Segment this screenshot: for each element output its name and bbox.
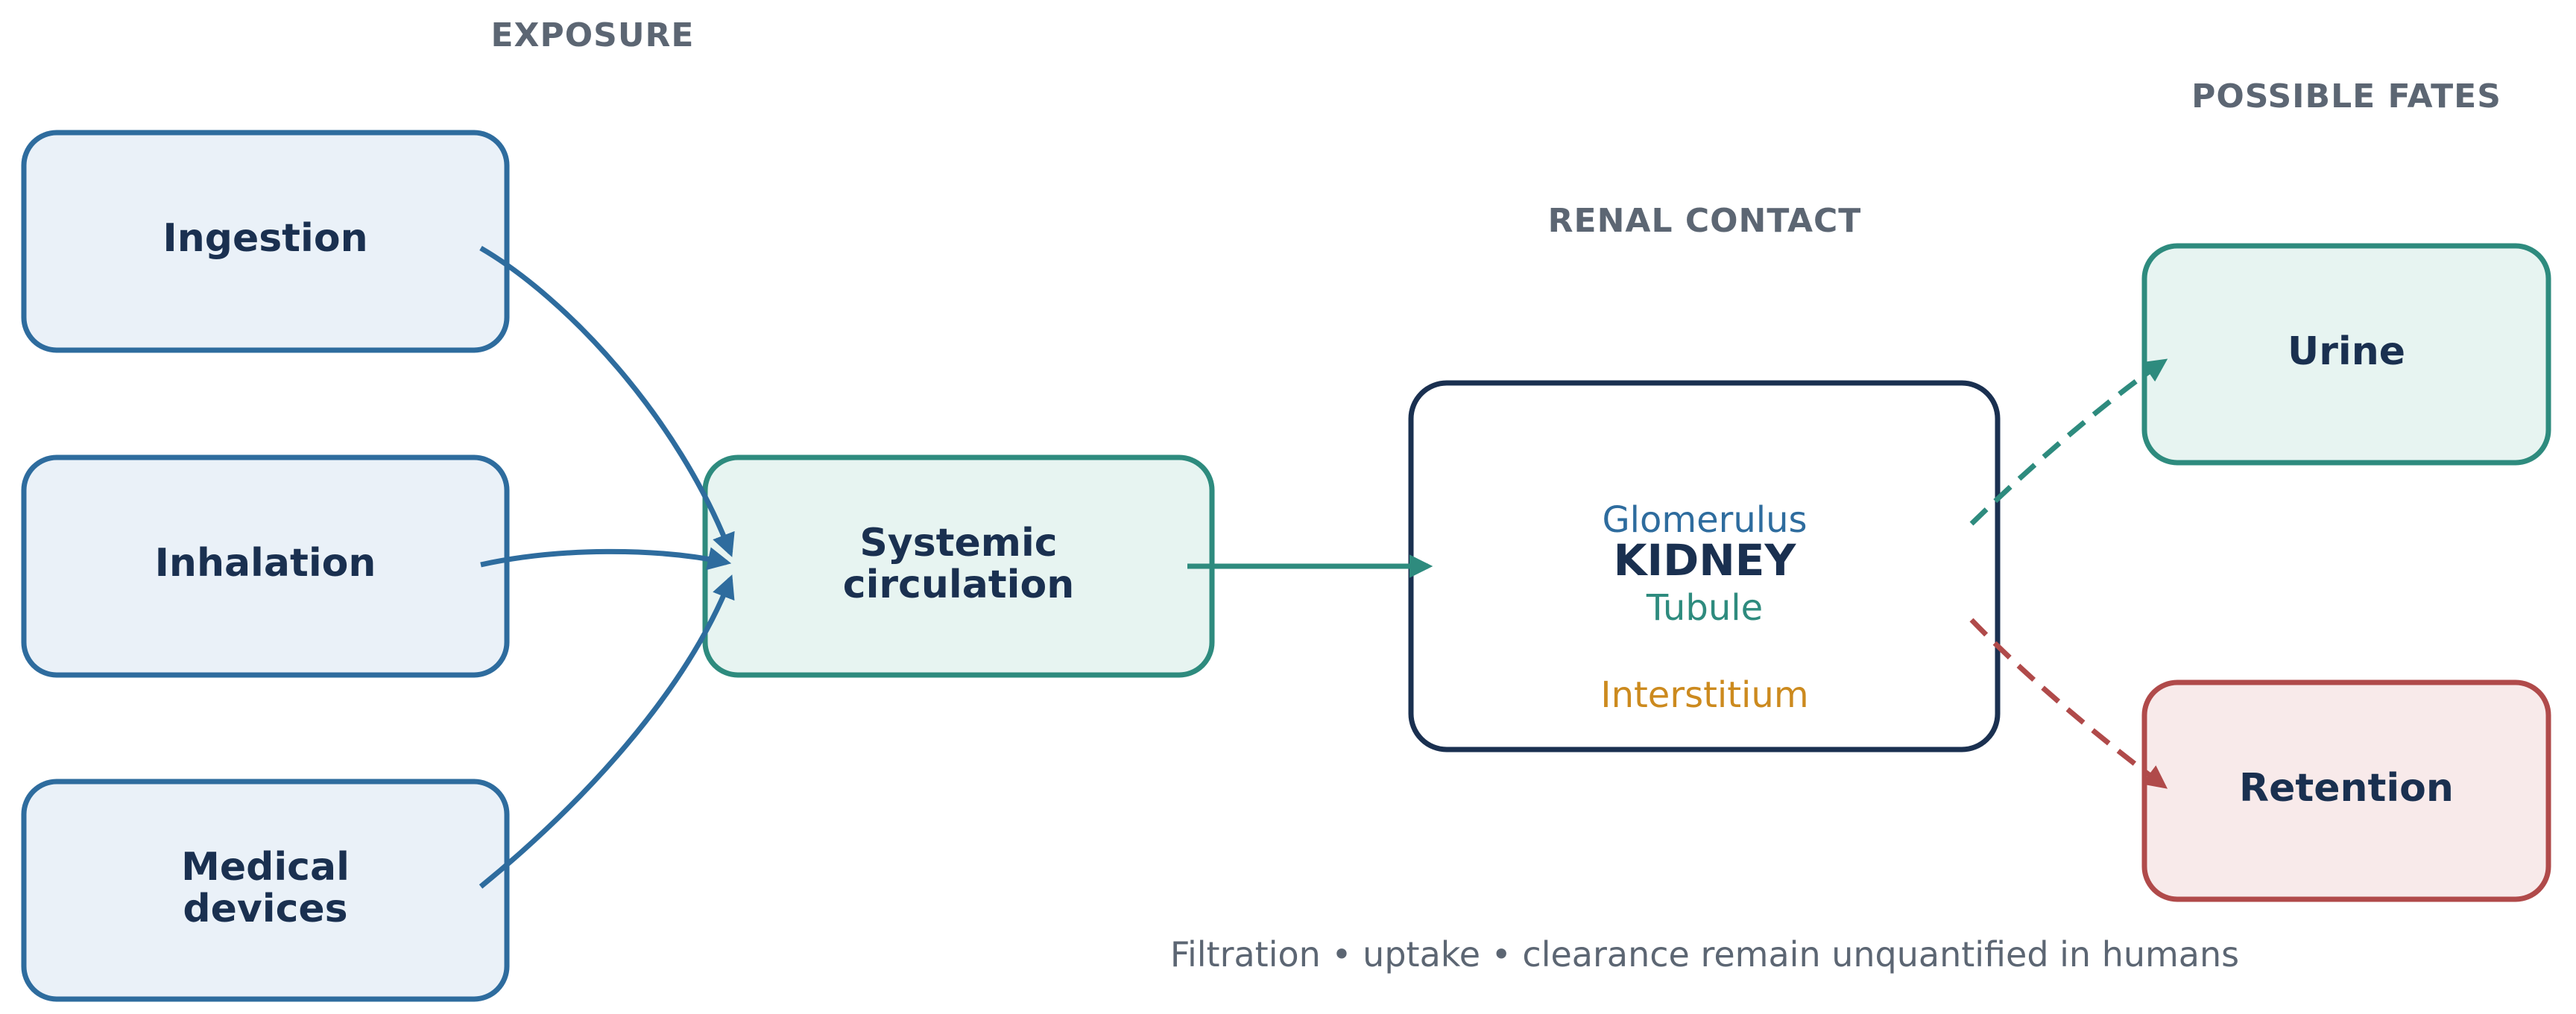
medical-devices-to-circulation-arrow	[479, 574, 735, 889]
kidney-to-urine-arrow	[1969, 358, 2168, 526]
footnote: Filtration • uptake • clearance remain u…	[1170, 934, 2239, 975]
renal-contact-header: RENAL CONTACT	[1548, 202, 1862, 240]
interstitium-label: Interstitium	[1600, 674, 1808, 716]
ingestion-to-circulation-arrow	[479, 245, 735, 557]
circulation-label-line2: circulation	[843, 563, 1074, 607]
urine-label: Urine	[2288, 329, 2405, 374]
kidney-title: KIDNEY	[1614, 535, 1797, 586]
glomerulus-label: Glomerulus	[1602, 499, 1807, 541]
kidney-to-retention-arrow	[1969, 618, 2168, 789]
medical-devices-node: Medical devices	[21, 779, 510, 1002]
circulation-label-line1: Systemic	[859, 521, 1057, 565]
retention-label: Retention	[2239, 766, 2454, 811]
tubule-label: Tubule	[1646, 587, 1763, 629]
medical-devices-label-line2: devices	[183, 887, 347, 931]
kidney-node: Glomerulus KIDNEY Tubule Interstitium	[1408, 380, 2001, 752]
possible-fates-header: POSSIBLE FATES	[2191, 77, 2501, 115]
ingestion-node: Ingestion	[21, 130, 510, 353]
exposure-header: EXPOSURE	[491, 16, 695, 54]
inhalation-label: Inhalation	[155, 541, 376, 586]
urine-node: Urine	[2141, 243, 2551, 466]
inhalation-node: Inhalation	[21, 454, 510, 678]
inhalation-to-circulation-arrow	[480, 547, 732, 571]
ingestion-label: Ingestion	[162, 216, 367, 261]
retention-node: Retention	[2141, 679, 2551, 902]
systemic-circulation-node: Systemic circulation	[702, 454, 1215, 678]
medical-devices-label-line1: Medical	[181, 845, 350, 890]
